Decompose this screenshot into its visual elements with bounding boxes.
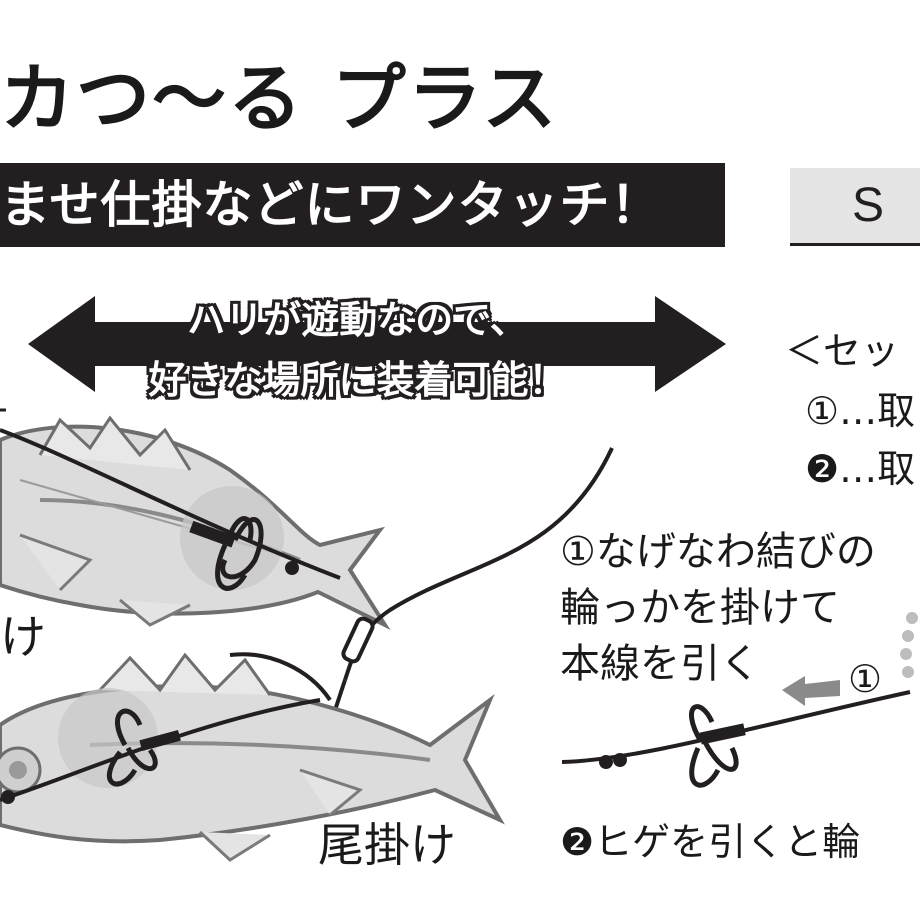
- set-item-2: ❷…取: [805, 447, 916, 491]
- treble-hook-icon: [689, 704, 746, 788]
- page-title: カつ〜る プラス: [0, 56, 559, 142]
- treble-hook-icon: [106, 708, 181, 787]
- size-label: S: [852, 179, 885, 232]
- step-1-marker: ①: [848, 657, 883, 701]
- left-arrow-icon: [782, 676, 840, 706]
- instruction-step-2: ❷ヒゲを引くと輪: [560, 820, 861, 864]
- size-box: [790, 168, 920, 246]
- banner-text: ませ仕掛などにワンタッチ！: [0, 175, 662, 234]
- banner: [0, 163, 725, 247]
- partial-label: け: [0, 610, 46, 664]
- instruction-line-1: ①なげなわ結びの: [560, 529, 876, 575]
- set-item-1: ①…取: [805, 389, 916, 433]
- instruction-line-3: 本線を引く: [560, 641, 760, 687]
- tail-hook-label: 尾掛け: [318, 818, 456, 872]
- callout-line-2: 好きな場所に装着可能！: [148, 358, 567, 402]
- dotted-loop: [900, 612, 918, 678]
- double-arrow-icon: [28, 296, 726, 392]
- set-heading: ＜セッ: [785, 329, 900, 373]
- callout-line-1: ハリが遊動なので、: [187, 298, 528, 342]
- instruction-line-2: 輪っかを掛けて: [560, 585, 840, 631]
- treble-hook-icon: [189, 516, 264, 591]
